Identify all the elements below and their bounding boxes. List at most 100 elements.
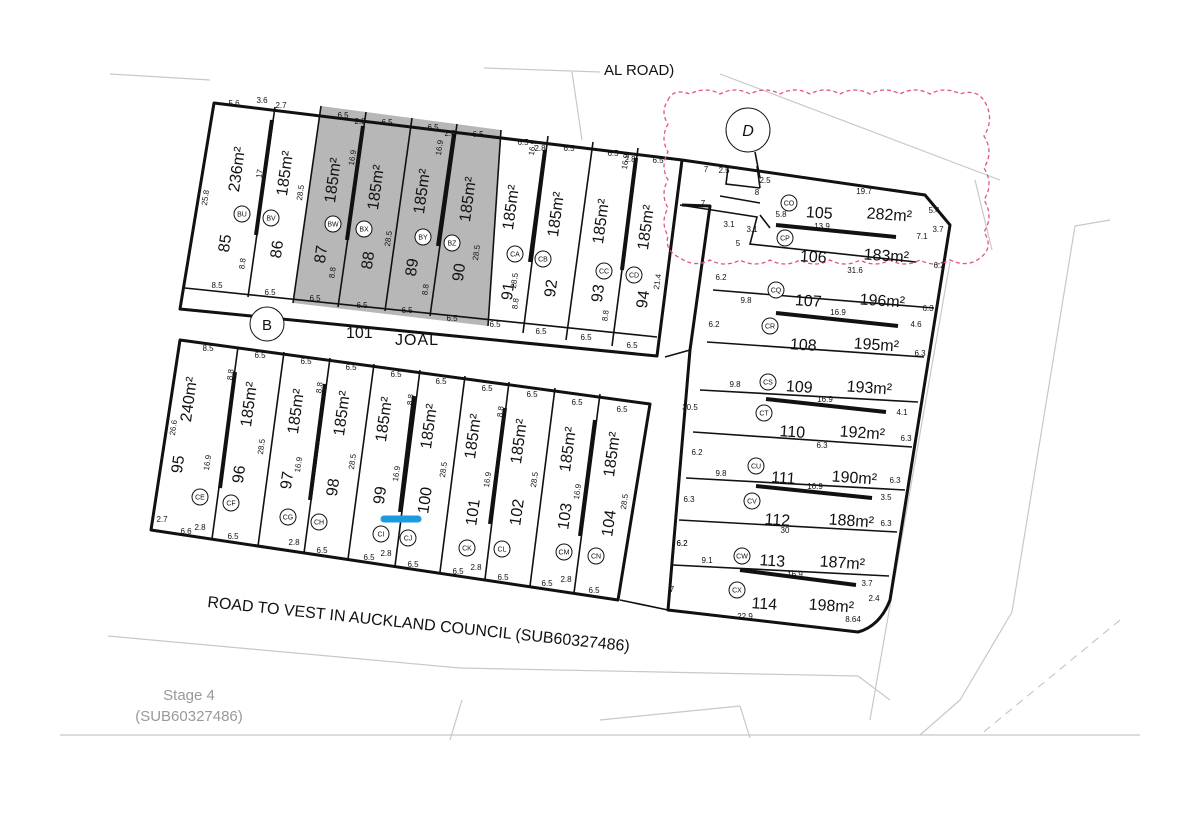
lot-102-area: 185m² [508,417,531,465]
dim-right-42: 22.9 [737,612,753,621]
stage-name: Stage 4 [163,687,215,704]
dim-top-front-8: 6.5 [472,130,484,139]
lot-93-tag: CC [599,269,609,276]
dim-bottom-rear-5: 6.5 [316,546,328,555]
lot-90-circle [443,234,461,252]
lot-86-tag: BV [266,216,276,223]
joal-name: JOAL [395,332,439,349]
dim-top-front-2: 2.7 [275,101,287,110]
dim-top-side-12: 8.8 [327,266,338,279]
lot-87-number: 87 [312,244,331,264]
lot-102-number: 102 [507,498,528,527]
lot-108-area: 195m² [853,335,900,355]
lot-112-number: 112 [764,511,791,530]
lot-89-number: 89 [403,257,422,277]
dim-right-45: 7 [670,585,675,594]
lot-101-circle [458,539,476,557]
lot-89-area: 185m² [411,167,434,215]
dim-right-22: 6.3 [914,349,926,358]
lot-86-number: 86 [268,239,287,259]
lot-98-area: 185m² [331,389,354,437]
dim-top-side-4: 28.5 [383,230,394,247]
dim-bottom-front-5: 6.5 [435,377,447,386]
lot-106-area: 183m² [863,246,910,266]
lot-107-circle [767,281,785,299]
dim-top-side-3: 16.9 [347,149,358,166]
lot-104-number: 104 [599,509,620,538]
lot-92-number: 92 [542,278,561,298]
lot-112-area: 188m² [828,511,875,531]
dim-right-1: 2.5 [718,166,730,175]
lot-107-tag: CQ [771,288,782,295]
dim-right-3: 2.5 [759,176,771,185]
dim-bottom-side-7: 16.9 [391,465,402,482]
lot-95-number: 95 [169,454,188,474]
lot-114-number: 114 [751,595,778,614]
dim-top-rear-6: 6.5 [489,320,501,329]
lot-97-area: 185m² [285,387,308,435]
lot-labels: 85236m²BU86185m²BV87185m²BW88185m²BX8918… [169,145,913,617]
dim-top-side-8: 28.5 [509,272,520,289]
dim-top-rear-7: 6.5 [535,327,547,336]
lot-114-tag: CX [732,588,742,595]
dim-top-front-0: 5.6 [228,99,240,108]
top-road-label: AL ROAD) [604,62,674,79]
dim-top-side-13: 8.8 [420,283,431,296]
dim-top-side-2: 28.5 [295,184,306,201]
lot-109-tag: CS [763,380,773,387]
dim-top-side-5: 16.9 [434,139,445,156]
lot-106-number: 106 [799,248,827,267]
lot-91-area: 185m² [500,183,523,231]
marker-b-label: B [262,317,272,334]
lot-98-number: 98 [324,477,343,497]
lot-88-tag: BX [359,227,369,234]
dim-right-21: 6.2 [708,320,720,329]
dim-bottom-front-2: 6.5 [300,357,312,366]
dim-bottom-front-6: 6.5 [481,384,493,393]
lot-100-tag: CJ [404,536,413,543]
dim-bottom-rear-8: 6.5 [407,560,419,569]
lot-111-number: 111 [771,469,797,488]
lot-91-circle [506,245,524,263]
lot-93-circle [595,262,613,280]
lot-91-tag: CA [510,252,520,259]
lot-105-area: 282m² [866,205,913,225]
lot-94-tag: CD [629,273,639,280]
dim-right-39: 16.9 [787,570,803,579]
joal-lot-number: 101 [346,325,373,342]
lot-113-area: 187m² [819,553,866,573]
lot-86-circle [262,209,280,227]
lot-112-circle [743,492,761,510]
lot-97-tag: CG [283,515,294,522]
dim-top-rear-3: 6.5 [356,301,368,310]
lot-95-area: 240m² [178,375,201,423]
marker-d-label: D [742,123,754,140]
lot-96-area: 185m² [238,380,261,428]
lot-106-circle [776,229,794,247]
dim-right-12: 13.9 [814,222,830,231]
dim-top-side-1: 17 [254,168,264,179]
lot-103-tag: CM [559,550,570,557]
dim-right-37: 6.2 [676,539,688,548]
dim-top-side-6: 28.5 [471,244,482,261]
top-block [178,101,684,358]
bottom-block [149,338,652,602]
dim-right-41: 2.4 [868,594,880,603]
dim-bottom-side-9: 8.8 [405,393,416,406]
dim-top-side-14: 8.8 [510,297,521,310]
dim-right-26: 6.3 [900,434,912,443]
dim-bottom-rear-11: 6.5 [497,573,509,582]
dim-top-side-7: 16.9 [527,139,538,156]
lot-103-circle [555,543,573,561]
lot-102-tag: CL [498,547,507,554]
marker-d [725,107,771,153]
stage-ref: (SUB60327486) [135,708,243,725]
lot-88-number: 88 [359,250,378,270]
dim-bottom-rear-6: 6.5 [363,553,375,562]
lot-99-number: 99 [371,485,390,505]
lot-106-tag: CP [780,236,790,243]
dim-bottom-rear-12: 6.5 [541,579,553,588]
dim-right-29: 6.2 [691,448,703,457]
lot-109-circle [759,373,777,391]
